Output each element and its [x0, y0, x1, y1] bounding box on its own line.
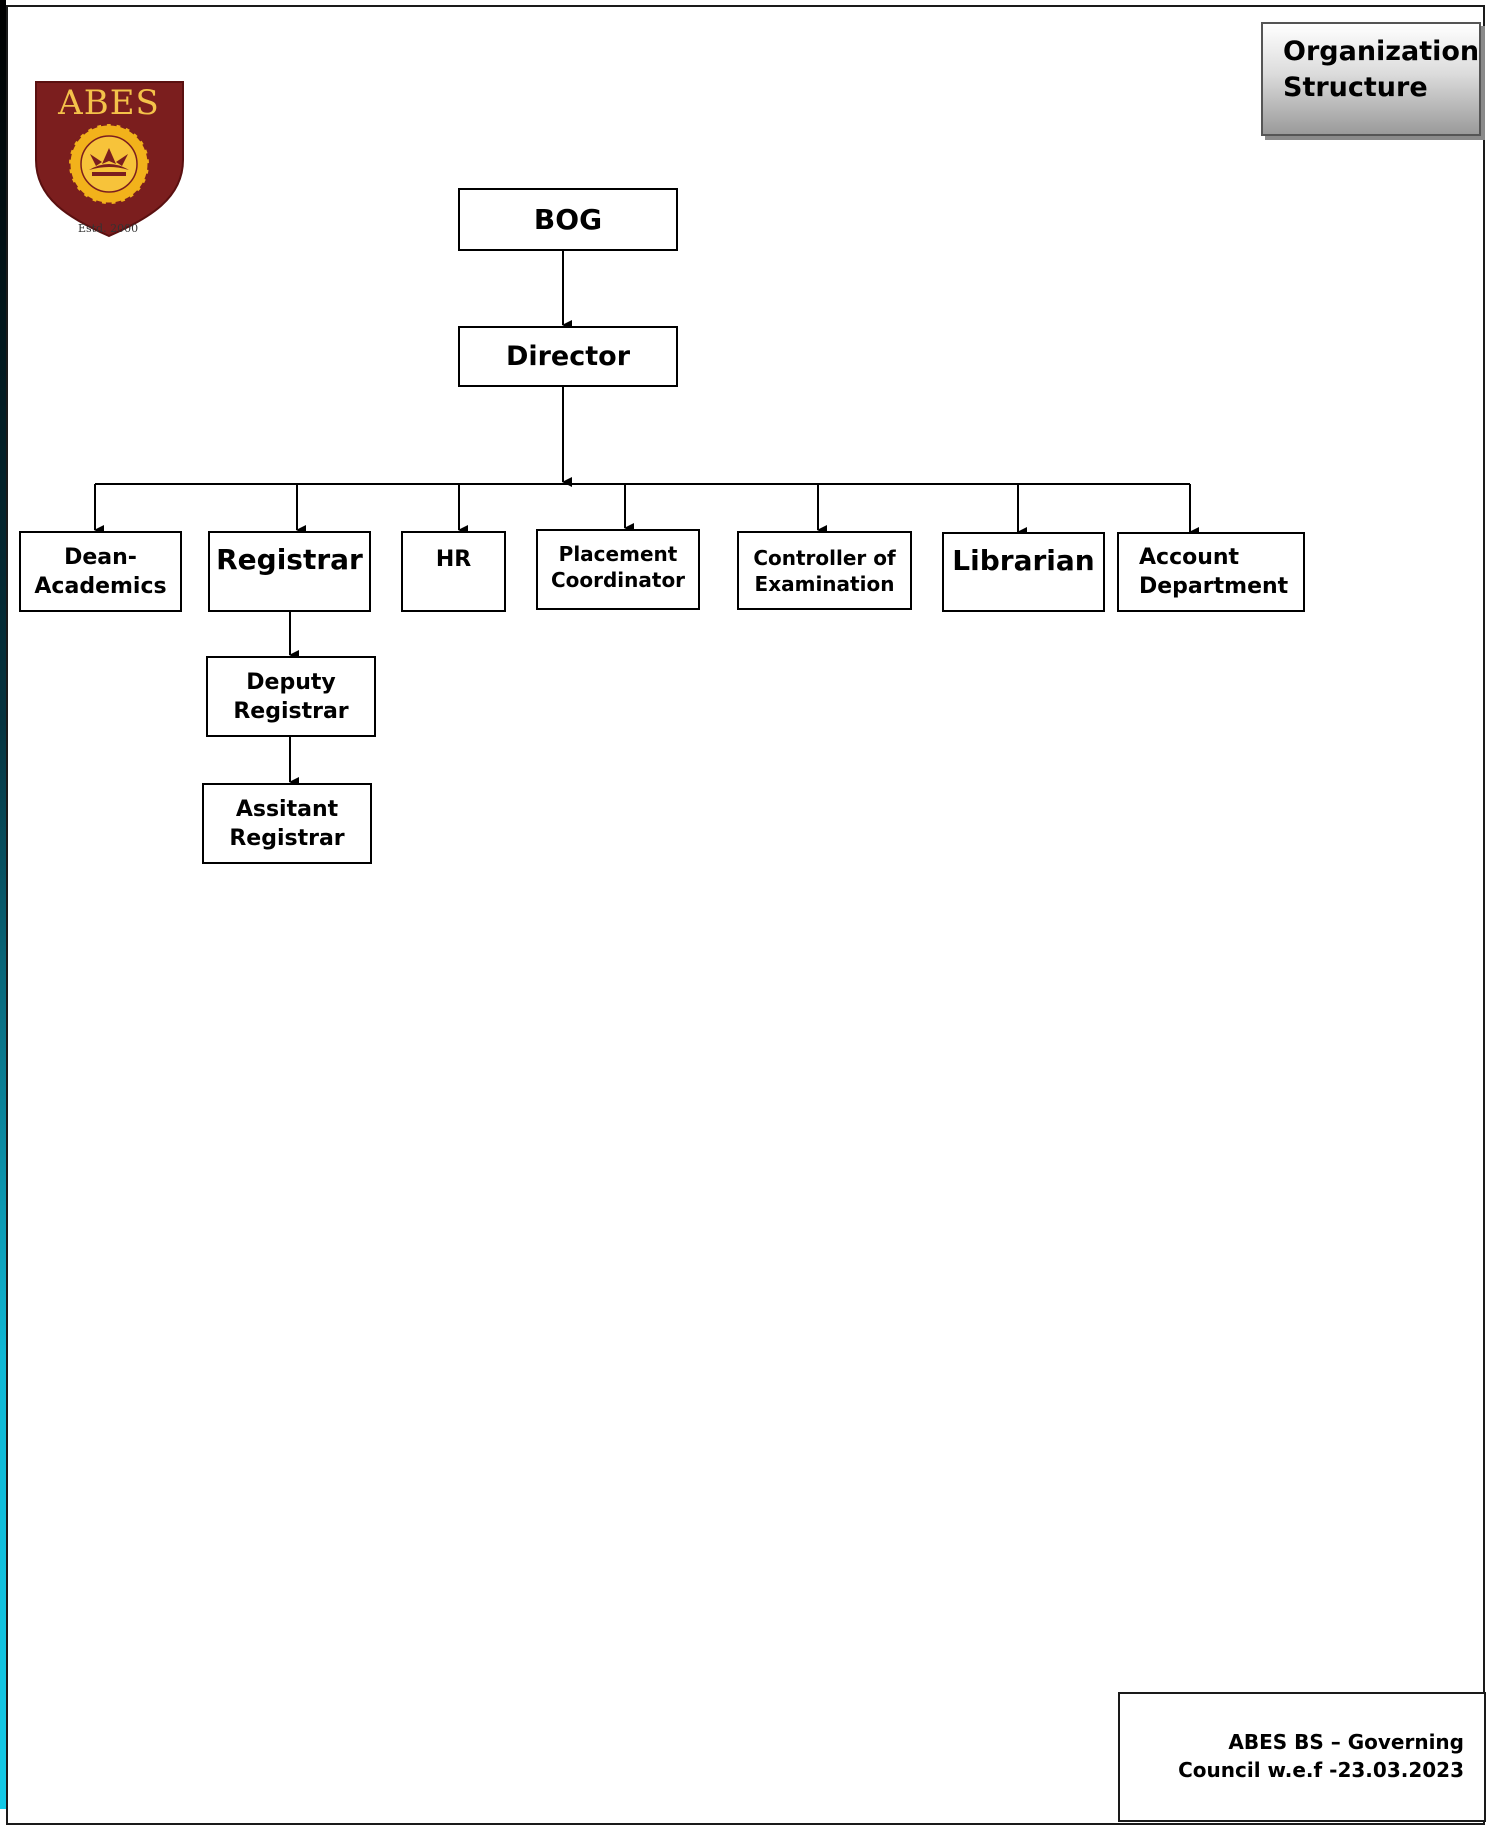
footer-note-box: ABES BS – Governing Council w.e.f -23.03… [1118, 1692, 1486, 1822]
node-deputy-registrar-label: Deputy Registrar [233, 669, 349, 724]
node-assistant-registrar-label: Assitant Registrar [229, 796, 345, 851]
page-title-line-2: Structure [1283, 72, 1428, 103]
node-controller-of-examination-label: Controller of Examination [753, 545, 896, 596]
node-hr-label: HR [435, 547, 472, 572]
node-librarian-label: Librarian [952, 544, 1095, 577]
node-bog-label: BOG [533, 203, 603, 236]
node-account-department-label: Account Department [1139, 545, 1289, 599]
node-placement-coordinator-label: Placement Coordinator [550, 542, 686, 592]
footer-line-1: ABES BS – Governing [1228, 1730, 1464, 1754]
node-dean-academics: Dean- Academics [19, 531, 182, 612]
node-hr: HR [401, 531, 506, 612]
node-director-label: Director [505, 341, 631, 372]
node-account-department: Account Department [1117, 532, 1305, 612]
node-placement-coordinator: Placement Coordinator [536, 529, 700, 610]
logo-established-year: Estd. 2000 [77, 222, 139, 235]
node-director: Director [458, 326, 678, 387]
node-registrar-label: Registrar [216, 543, 363, 576]
node-deputy-registrar: Deputy Registrar [206, 656, 376, 737]
svg-text:ABES: ABES [57, 83, 160, 123]
node-assistant-registrar: Assitant Registrar [202, 783, 372, 864]
node-registrar: Registrar [208, 531, 371, 612]
left-accent-band [0, 0, 6, 1809]
node-librarian: Librarian [942, 532, 1105, 612]
abes-logo: ABES [35, 81, 184, 238]
node-controller-of-examination: Controller of Examination [737, 531, 912, 610]
node-dean-academics-label: Dean- Academics [34, 544, 167, 599]
footer-line-2: Council w.e.f -23.03.2023 [1178, 1758, 1464, 1782]
page-title-line-1: Organization [1283, 36, 1480, 67]
node-bog: BOG [458, 188, 678, 251]
page-title-box: Organization Structure [1261, 22, 1481, 136]
